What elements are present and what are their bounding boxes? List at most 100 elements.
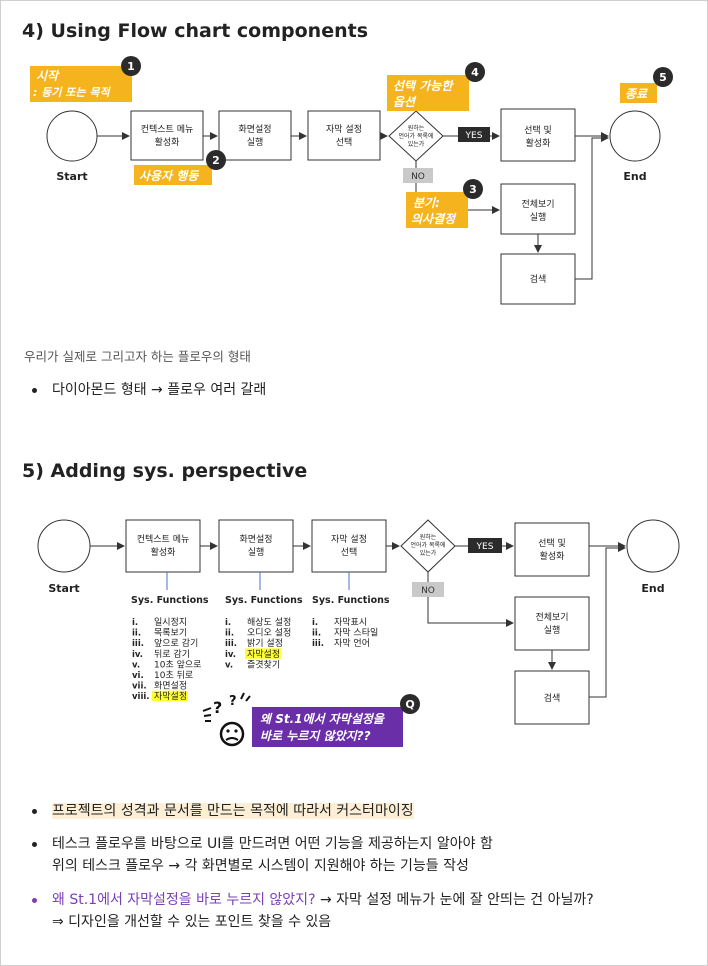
sys-function-item: 자막표시 xyxy=(334,617,367,628)
sys-function-item: 뒤로 감기 xyxy=(154,648,190,660)
step-subtitle-settings xyxy=(311,519,387,573)
bullet-text-line1: 왜 St.1에서 자막설정을 바로 누르지 않았지? → 자막 설정 메뉴가 눈… xyxy=(52,889,594,911)
sys-function-item: 10초 뒤로 xyxy=(154,669,193,681)
badge-3: 3 xyxy=(469,183,477,196)
bullet-text-rest: → 자막 설정 메뉴가 눈에 잘 안띄는 건 아닐까? xyxy=(315,892,594,908)
sys-function-number: iv. xyxy=(132,650,143,660)
sys-function-item: 해상도 설정 xyxy=(247,617,291,628)
bullet-text-line1: 테스크 플로우를 바탕으로 UI를 만드려면 어떤 기능을 제공하는지 알아야 … xyxy=(52,836,493,852)
start-label: Start xyxy=(56,170,87,183)
badge-1: 1 xyxy=(127,60,135,73)
step-context-menu xyxy=(125,519,201,573)
step3-line2: 선택 xyxy=(341,547,358,558)
sys-function-item: 오디오 설정 xyxy=(247,628,291,639)
sys-functions-list-3: i. 자막표시 ii. 자막 스타일 iii. 자막 언어 xyxy=(312,617,378,649)
sys-function-number: viii. xyxy=(132,692,150,702)
step1-line2: 활성화 xyxy=(155,136,180,148)
bullet-dot xyxy=(32,898,37,903)
confused-face-icon xyxy=(219,721,245,747)
select-line2: 활성화 xyxy=(526,137,551,149)
search-label: 검색 xyxy=(544,692,561,704)
sys-function-item: 자막 언어 xyxy=(334,637,370,649)
flowchart-sys-perspective: YES NO Start End 컨텍스트 메뉴 활성화 화면설정 실행 자막 … xyxy=(37,519,680,747)
bullet-text-line2: ⇒ 디자인을 개선할 수 있는 포인트 찾을 수 있음 xyxy=(52,914,332,930)
sys-function-item: 목록보기 xyxy=(154,628,187,639)
section-4-bullet: 다이아몬드 형태 → 플로우 여러 갈래 xyxy=(32,379,266,401)
search-label: 검색 xyxy=(530,273,547,285)
question-callout xyxy=(252,707,403,747)
sys-function-number: vii. xyxy=(132,682,147,692)
step2-line1: 화면설정 xyxy=(239,534,272,545)
sys-function-item: 자막설정 xyxy=(154,691,187,702)
step3-line2: 선택 xyxy=(336,137,353,148)
callout-3-line1: 분기: xyxy=(413,196,440,210)
sys-function-number: ii. xyxy=(225,629,234,639)
fullview-line2: 실행 xyxy=(530,211,547,223)
step-search xyxy=(514,670,590,725)
step-subtitle-settings xyxy=(307,110,381,161)
step-fullview xyxy=(514,596,590,651)
highlighted-text: 프로젝트의 성격과 문서를 만드는 목적에 따라서 커스터마이징 xyxy=(52,803,414,819)
sys-function-number: iii. xyxy=(312,639,324,649)
step-select-activate xyxy=(514,522,590,577)
question-marks-icon: ? ? xyxy=(202,692,251,722)
question-line1: 왜 St.1에서 자막설정을 xyxy=(260,712,386,726)
sys-function-number: i. xyxy=(312,618,318,628)
step1-line2: 활성화 xyxy=(151,546,176,558)
sys-function-number: v. xyxy=(132,660,140,670)
step1-line1: 컨텍스트 메뉴 xyxy=(137,534,190,545)
step-display-settings xyxy=(218,110,292,161)
step-select-activate xyxy=(500,108,576,162)
decision-line3: 있는가 xyxy=(408,140,425,148)
sys-function-number: iv. xyxy=(225,650,236,660)
sys-function-item: 일시정지 xyxy=(154,617,187,628)
sys-function-item: 자막설정 xyxy=(247,649,280,660)
callout-1-line1: 시작 xyxy=(36,69,60,83)
badge-2: 2 xyxy=(212,154,220,167)
bullet-dot xyxy=(32,809,37,814)
start-label: Start xyxy=(48,582,79,595)
sys-function-number: i. xyxy=(132,618,138,628)
section-4-title: 4) Using Flow chart components xyxy=(22,20,368,42)
sys-function-number: ii. xyxy=(312,629,321,639)
svg-text:?: ? xyxy=(229,694,237,709)
step-context-menu xyxy=(130,110,204,161)
select-line2: 활성화 xyxy=(540,550,565,562)
sysfn-title-3: Sys. Functions xyxy=(312,595,390,606)
sys-function-number: i. xyxy=(225,618,231,628)
decision-line3: 있는가 xyxy=(420,549,437,557)
end-node xyxy=(626,519,680,573)
decision-line2: 언어가 목록에 xyxy=(398,132,433,140)
sys-function-item: 10초 앞으로 xyxy=(154,658,201,670)
step3-line1: 자막 설정 xyxy=(331,534,367,545)
highlight-mark xyxy=(245,648,281,659)
sys-function-item: 자막 스타일 xyxy=(334,628,378,639)
section-5-bullet-1: 프로젝트의 성격과 문서를 만드는 목적에 따라서 커스터마이징 xyxy=(32,800,414,822)
section-5-title: 5) Adding sys. perspective xyxy=(22,460,308,482)
bullet-dot xyxy=(32,842,37,847)
start-node xyxy=(37,519,91,573)
callout-4-line2: 옵션 xyxy=(393,95,417,109)
sys-function-number: vi. xyxy=(132,671,144,681)
section-4-caption: 우리가 실제로 그리고자 하는 플로우의 형태 xyxy=(24,349,251,364)
decision-line1: 원하는 xyxy=(408,124,425,132)
bullet-text: 다이아몬드 형태 → 플로우 여러 갈래 xyxy=(52,382,267,398)
svg-text:?: ? xyxy=(213,698,222,717)
section-5-bullet-2: 테스크 플로우를 바탕으로 UI를 만드려면 어떤 기능을 제공하는지 알아야 … xyxy=(32,833,493,877)
question-line2: 바로 누르지 않았지?? xyxy=(260,729,371,743)
sys-function-item: 밝기 설정 xyxy=(247,638,283,649)
step2-line2: 실행 xyxy=(248,546,265,558)
select-line1: 선택 및 xyxy=(524,124,552,136)
section-5-bullet-3: 왜 St.1에서 자막설정을 바로 누르지 않았지? → 자막 설정 메뉴가 눈… xyxy=(32,889,594,933)
flowchart-basic: YES NO Start End 컨텍스트 메뉴 활성화 화면설정 실행 자막 … xyxy=(30,56,673,305)
callout-3-line2: 의사결정 xyxy=(411,212,457,226)
select-line1: 선택 및 xyxy=(538,537,566,549)
step-display-settings xyxy=(218,519,294,573)
badge-4: 4 xyxy=(471,66,479,79)
callout-2: 사용자 행동 xyxy=(139,169,199,183)
sys-function-item: 화면설정 xyxy=(154,681,187,692)
step-search xyxy=(500,253,576,305)
sysfn-title-2: Sys. Functions xyxy=(225,595,303,606)
yes-label: YES xyxy=(476,542,494,552)
